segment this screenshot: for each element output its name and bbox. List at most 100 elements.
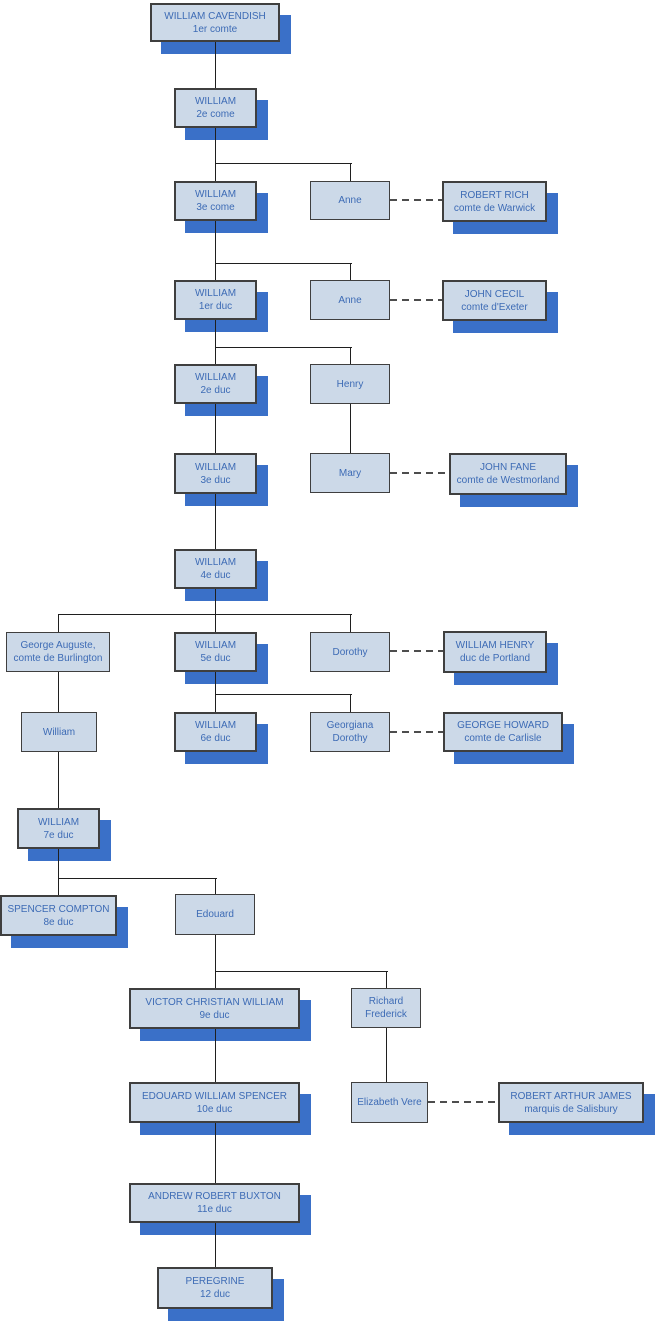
node-title-line: 2e come: [196, 109, 235, 120]
connector-line: [58, 878, 217, 879]
node-name-line: Richard: [368, 996, 404, 1007]
node-name-line: WILLIAM: [194, 640, 237, 651]
connector-line: [215, 971, 216, 988]
node-name-line: Mary: [338, 467, 362, 479]
marriage-dashed-line: [390, 299, 442, 301]
marriage-dashed-line: [428, 1101, 498, 1103]
connector-line: [386, 1028, 387, 1082]
node-title-line: comte de Carlisle: [464, 733, 542, 744]
node-name-line: WILLIAM HENRY: [455, 640, 535, 651]
node-name-line: WILLIAM: [194, 372, 237, 383]
node-title-line: 3e duc: [200, 474, 231, 486]
node-title-line: duc de Portland: [459, 653, 531, 664]
marriage-dashed-line: [390, 199, 442, 201]
connector-line: [58, 849, 59, 878]
node-title-line: comte de Westmorland: [456, 475, 560, 486]
tree-node-william-burlington: William: [21, 712, 97, 752]
node-title-line: 4e duc: [200, 570, 231, 581]
node-title-line: marquis de Salisbury: [524, 1103, 618, 1115]
connector-line: [350, 263, 351, 280]
tree-node-william-2e-duc: WILLIAM 2e duc: [174, 364, 257, 404]
connector-line: [215, 128, 216, 181]
node-name-line: Edouard: [196, 909, 234, 920]
node-name-line: Henry: [336, 378, 364, 390]
tree-node-anne-warwick: Anne: [310, 181, 390, 220]
node-name-line: SPENCER COMPTON: [7, 903, 110, 915]
node-title-line: 2e duc: [200, 385, 231, 396]
tree-node-peregrine-12-duc: PEREGRINE 12 duc: [157, 1267, 273, 1309]
connector-line: [215, 672, 216, 694]
connector-line: [215, 404, 216, 453]
connector-line: [350, 163, 351, 181]
node-name-line: ROBERT ARTHUR JAMES: [510, 1090, 632, 1102]
node-name-line: VICTOR CHRISTIAN WILLIAM: [145, 996, 284, 1008]
node-title-line: comte de Warwick: [453, 202, 536, 214]
node-title-line: 7e duc: [43, 829, 74, 841]
connector-line: [215, 1123, 216, 1183]
connector-line: [215, 163, 352, 164]
connector-line: [58, 672, 59, 712]
connector-line: [215, 614, 216, 632]
connector-line: [215, 221, 216, 280]
node-name-line: JOHN CECIL: [464, 288, 525, 300]
connector-line: [215, 694, 352, 695]
connector-line: [215, 694, 216, 712]
node-title-line: Frederick: [365, 1009, 407, 1020]
marriage-dashed-line: [390, 650, 443, 652]
node-name-line: Elizabeth Vere: [357, 1097, 422, 1108]
connector-line: [215, 878, 216, 894]
node-title-line: 9e duc: [199, 1009, 230, 1021]
tree-node-mary: Mary: [310, 453, 390, 493]
connector-line: [215, 1223, 216, 1267]
marriage-dashed-line: [390, 731, 443, 733]
node-title-line: 10e duc: [196, 1103, 233, 1115]
connector-line: [350, 694, 351, 712]
tree-node-henry: Henry: [310, 364, 390, 404]
tree-node-william-1er-duc: WILLIAM 1er duc: [174, 280, 257, 320]
connector-line: [215, 1029, 216, 1082]
connector-line: [350, 347, 351, 364]
node-name-line: WILLIAM: [194, 288, 237, 299]
connector-line: [350, 614, 351, 632]
node-title-line: 12 duc: [199, 1289, 231, 1300]
node-title-line: comte d'Exeter: [461, 301, 528, 313]
connector-line: [215, 320, 216, 364]
node-name-line: JOHN FANE: [479, 462, 537, 473]
node-name-line: WILLIAM: [194, 461, 237, 473]
tree-node-john-fane: JOHN FANE comte de Westmorland: [449, 453, 567, 495]
node-name-line: George Auguste,: [20, 640, 96, 651]
node-name-line: WILLIAM: [194, 720, 237, 731]
tree-node-edouard: Edouard: [175, 894, 255, 935]
node-title-line: 8e duc: [43, 916, 74, 928]
node-name-line: WILLIAM: [37, 816, 80, 828]
connector-line: [215, 971, 388, 972]
connector-line: [350, 404, 351, 453]
connector-line: [215, 42, 216, 88]
node-name-line: WILLIAM CAVENDISH: [164, 10, 266, 22]
node-name-line: Dorothy: [332, 646, 368, 658]
node-name-line: ANDREW ROBERT BUXTON: [148, 1191, 281, 1202]
node-title-line: 3e come: [196, 202, 235, 213]
node-name-line: EDOUARD WILLIAM SPENCER: [141, 1090, 288, 1102]
node-name-line: Georgiana: [326, 720, 374, 731]
node-title-line: comte de Burlington: [13, 653, 103, 664]
connector-line: [215, 263, 352, 264]
connector-line: [58, 878, 59, 895]
node-title-line: 1er comte: [192, 23, 238, 35]
node-name-line: William: [42, 726, 76, 738]
tree-node-george-auguste-burlington: George Auguste, comte de Burlington: [6, 632, 110, 672]
node-title-line: 6e duc: [200, 733, 231, 744]
node-title-line: 1er duc: [198, 301, 233, 312]
node-name-line: PEREGRINE: [185, 1276, 245, 1287]
